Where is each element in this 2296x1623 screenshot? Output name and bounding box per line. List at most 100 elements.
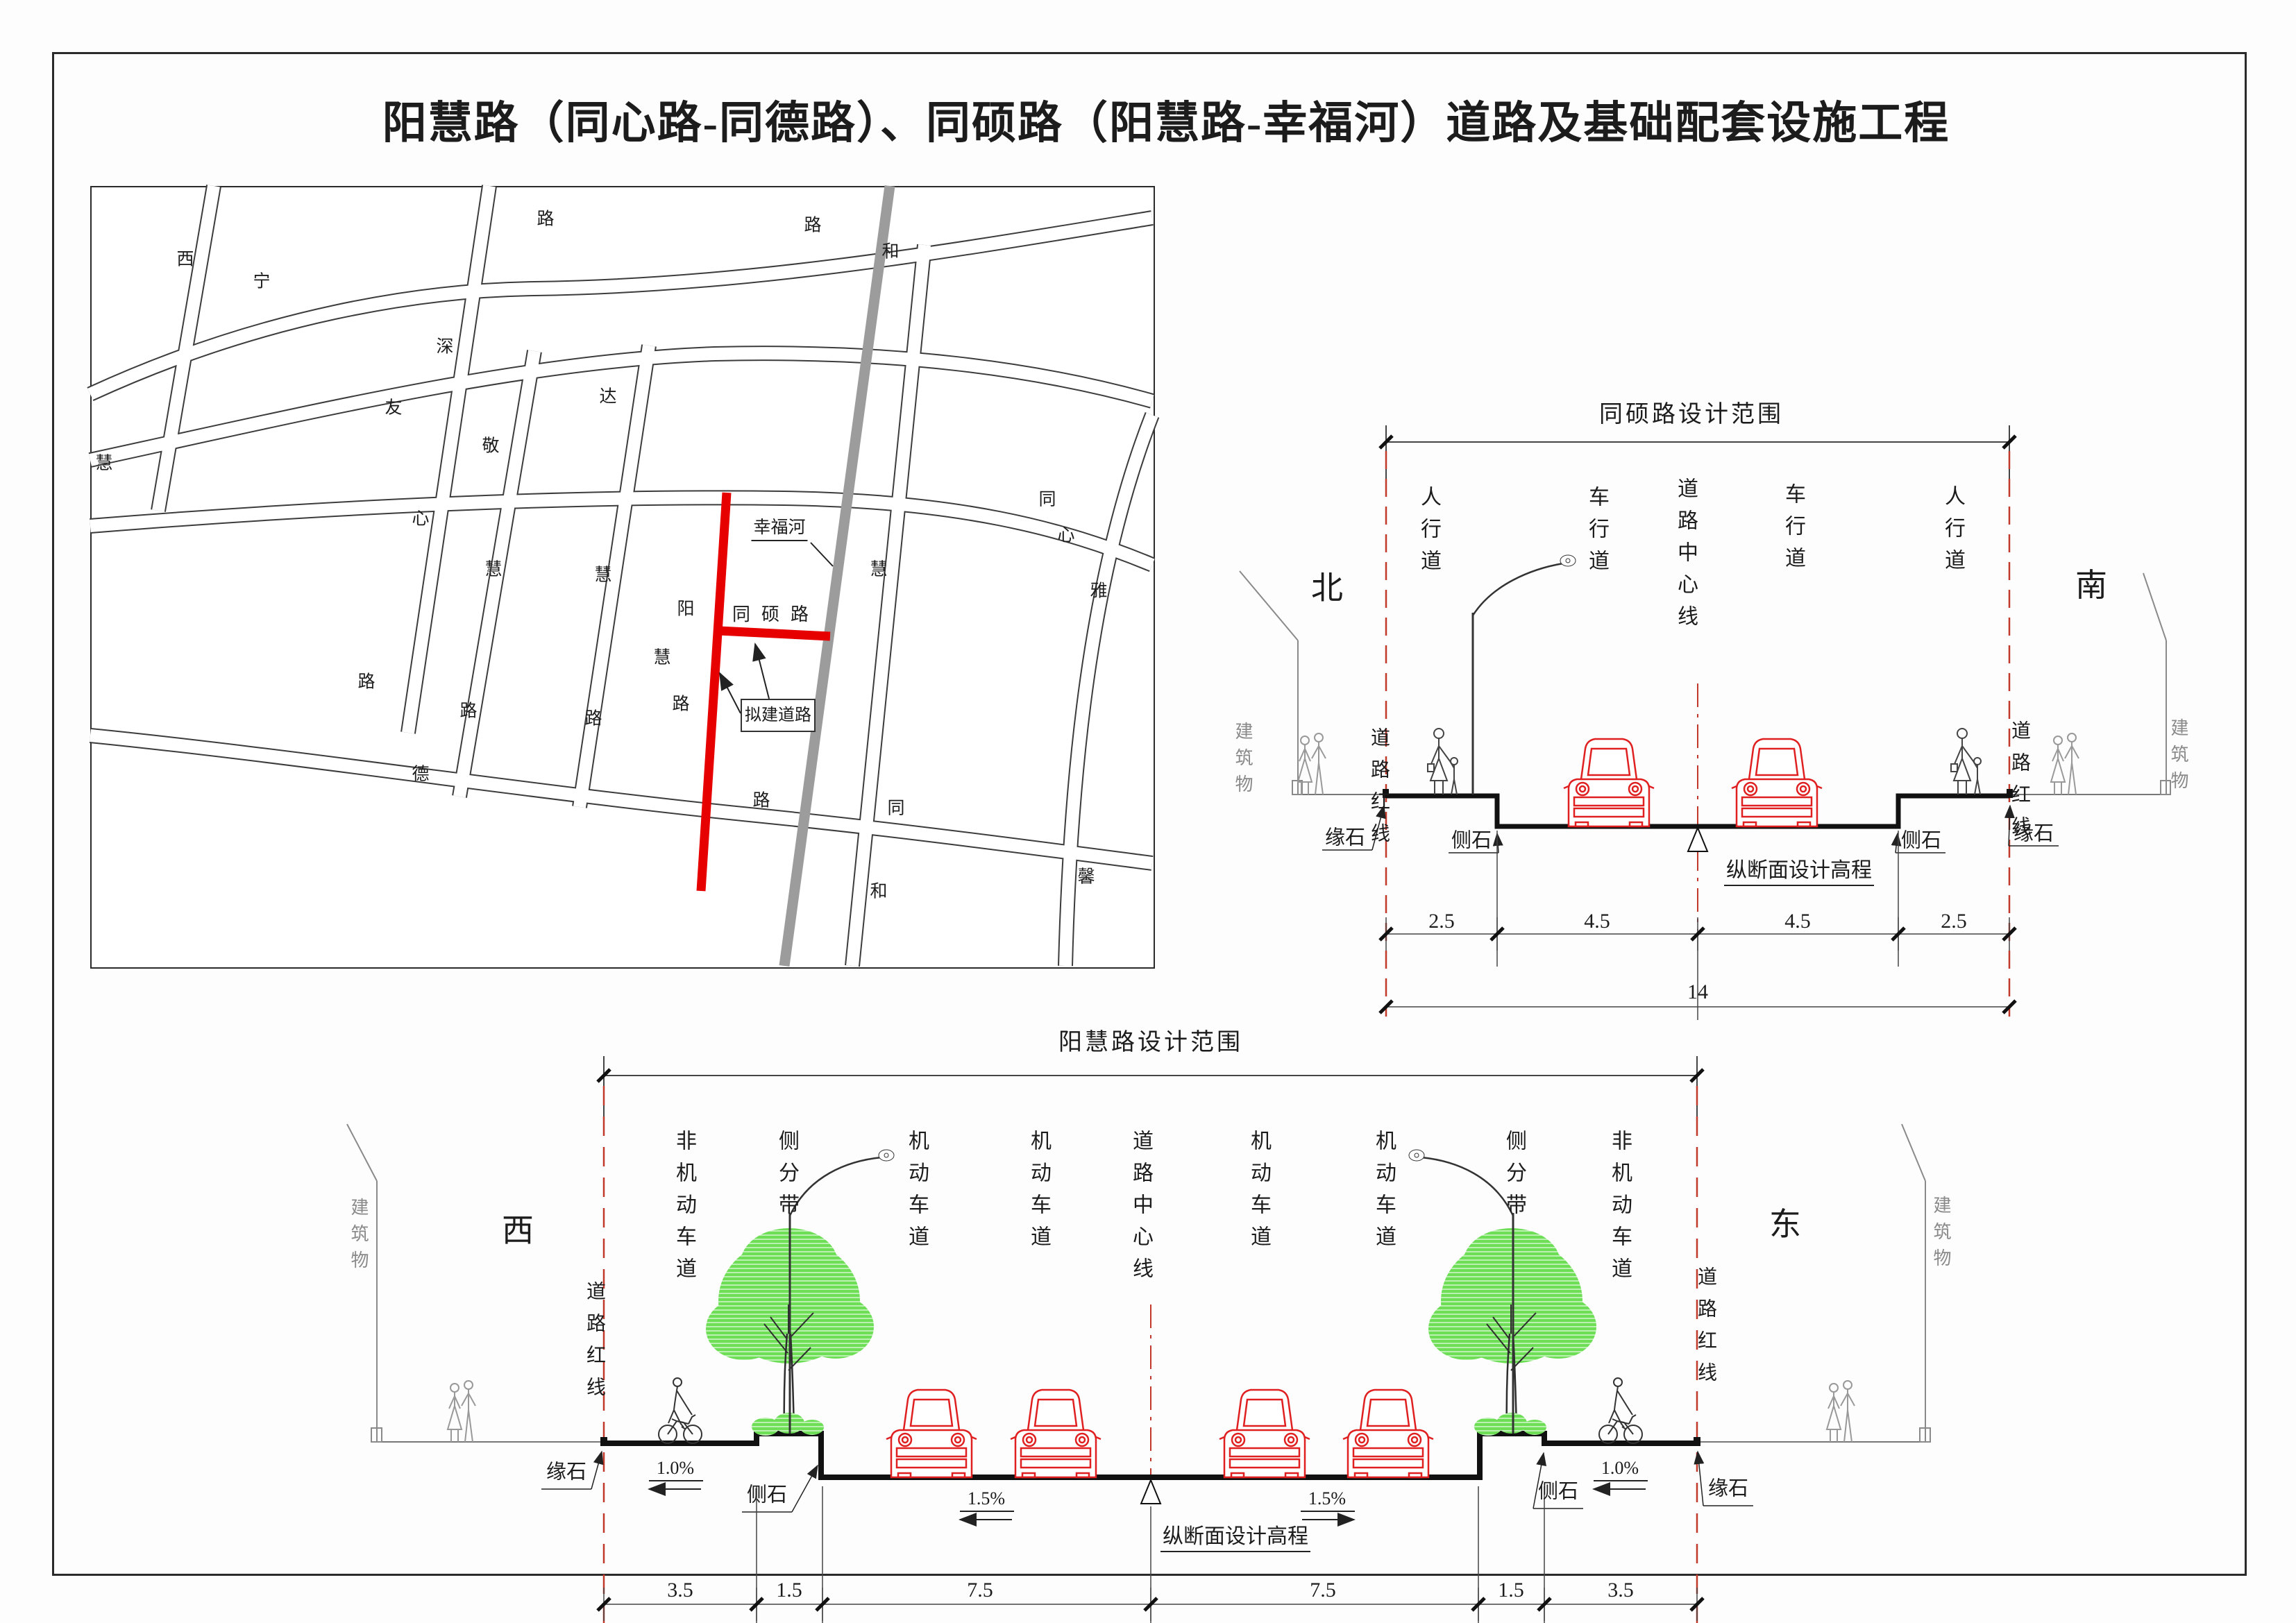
centerline-label: 道路中心线	[1129, 1130, 1152, 1289]
section-title: 同硕路设计范围	[1599, 402, 1784, 427]
dimension-ticks	[1378, 926, 2017, 1014]
car-icon	[1730, 738, 1823, 828]
elevation-marker	[1140, 1478, 1162, 1504]
road-label: 同	[1038, 490, 1056, 509]
pedestrian-couple-icon	[1297, 733, 1326, 795]
lane-label-sidewalk: 人行道	[1417, 486, 1440, 581]
tongshuo-road-red	[718, 626, 831, 641]
curb-inner-label: 侧石	[746, 1484, 788, 1506]
shrub-icon	[752, 1413, 824, 1436]
proposed-box-arrow-1	[719, 672, 741, 714]
lane-label-divider: 侧分带	[775, 1130, 798, 1225]
centerline-label: 道路中心线	[1674, 477, 1697, 637]
slope-value: 1.5%	[1308, 1488, 1347, 1509]
road-redlines	[602, 1086, 1698, 1623]
road-label: 馨	[1077, 867, 1095, 887]
road-label: 深	[436, 337, 454, 357]
proposed-roads-red	[696, 492, 831, 892]
pedestrian-couple-icon	[1826, 1380, 1855, 1443]
car-icon	[1342, 1388, 1435, 1479]
slope-value: 1.0%	[1601, 1458, 1639, 1478]
compass-north: 北	[1311, 570, 1343, 606]
curb-outer-label: 缘石	[546, 1461, 587, 1484]
road-label: 路	[459, 702, 478, 721]
design-range-ticks	[1378, 434, 2017, 450]
road-label: 德	[412, 765, 430, 784]
map-leaders	[719, 542, 834, 714]
road-label: 路	[672, 695, 690, 714]
tongshuo-road-label: 同硕路	[732, 604, 820, 624]
pedestrian-womanchild-icon	[1950, 728, 1982, 795]
compass-south: 南	[2075, 568, 2107, 603]
redline-label: 道路红线	[1695, 1266, 1716, 1394]
dim-value: 7.5	[967, 1579, 993, 1601]
road-label: 慧	[484, 560, 503, 579]
lane-label-carriageway: 车行道	[1782, 483, 1805, 579]
dim-value: 3.5	[667, 1579, 693, 1601]
slope-value: 1.5%	[967, 1488, 1006, 1509]
car-icon	[1218, 1388, 1311, 1479]
dim-value: 1.5	[1498, 1579, 1524, 1601]
dim-value: 2.5	[1428, 910, 1455, 933]
design-range-line	[603, 1056, 1698, 1121]
street-lamp-icon	[1471, 554, 1576, 794]
river-line	[779, 185, 895, 967]
sheet-border	[52, 52, 2247, 1576]
redline-label: 道路红线	[1368, 727, 1390, 855]
building-label: 建筑物	[1233, 722, 1253, 801]
road-label: 慧	[95, 454, 113, 473]
profile-elevation-label: 纵断面设计高程	[1724, 860, 1874, 886]
building-label: 建筑物	[348, 1198, 369, 1277]
road-label: 心	[412, 509, 430, 529]
compass-east: 东	[1769, 1207, 1801, 1242]
car-icon	[885, 1388, 978, 1479]
street-lamp-icon	[1408, 1149, 1514, 1434]
lane-label-motor: 机动车道	[1247, 1130, 1270, 1257]
dim-total: 14	[1687, 980, 1708, 1003]
road-label: 路	[804, 216, 822, 235]
proposed-box-arrow-2	[752, 643, 770, 699]
road-label: 路	[537, 210, 555, 229]
road-label: 慧	[653, 648, 671, 668]
dim-value: 1.5	[776, 1579, 802, 1601]
car-icon	[1009, 1388, 1102, 1479]
car-icon	[1562, 738, 1655, 828]
yanghui-road-red	[696, 492, 732, 892]
road-label: 路	[357, 672, 375, 692]
dim-value: 4.5	[1584, 910, 1610, 933]
road-label: 慧	[870, 560, 888, 579]
road-label: 慧	[594, 566, 612, 585]
redline-label: 道路红线	[2009, 720, 2030, 848]
design-range-ticks	[596, 1068, 1705, 1083]
compass-west: 西	[502, 1213, 534, 1248]
elevation-marker	[1687, 826, 1709, 852]
curb-leaders	[541, 1450, 1753, 1513]
building-label: 建筑物	[1931, 1196, 1951, 1275]
river-leader-line	[810, 542, 834, 567]
cyclist-icon	[658, 1377, 702, 1444]
lane-label-carriageway: 车行道	[1585, 486, 1608, 581]
road-label: 雅	[1090, 581, 1108, 601]
yanghui-cross-section	[346, 1056, 1931, 1623]
lane-label-divider: 侧分带	[1503, 1130, 1526, 1225]
lane-label-motor: 机动车道	[905, 1130, 928, 1257]
road-label: 西	[176, 250, 194, 269]
road-label: 敬	[482, 436, 500, 456]
dim-value: 7.5	[1310, 1579, 1336, 1601]
design-range-line	[1385, 425, 2010, 489]
curb-inner-label: 侧石	[1900, 829, 1942, 852]
road-redlines	[1385, 451, 2011, 1017]
shrub-icon	[1474, 1413, 1546, 1436]
road-label: 路	[752, 791, 770, 810]
street-lamp-icon	[788, 1149, 895, 1434]
drawing-title: 阳慧路（同心路-同德路）、同硕路（阳慧路-幸福河）道路及基础配套设施工程	[382, 99, 1950, 148]
curb-inner-label: 侧石	[1451, 829, 1492, 852]
lane-label-nonmotor: 非机动车道	[1608, 1130, 1631, 1289]
pedestrian-couple-icon	[2050, 733, 2079, 795]
road-surface	[604, 1431, 1697, 1480]
dim-value: 4.5	[1784, 910, 1811, 933]
lane-label-sidewalk: 人行道	[1941, 485, 1964, 581]
dim-value: 2.5	[1941, 910, 1967, 933]
pedestrian-couple-icon	[447, 1380, 476, 1443]
